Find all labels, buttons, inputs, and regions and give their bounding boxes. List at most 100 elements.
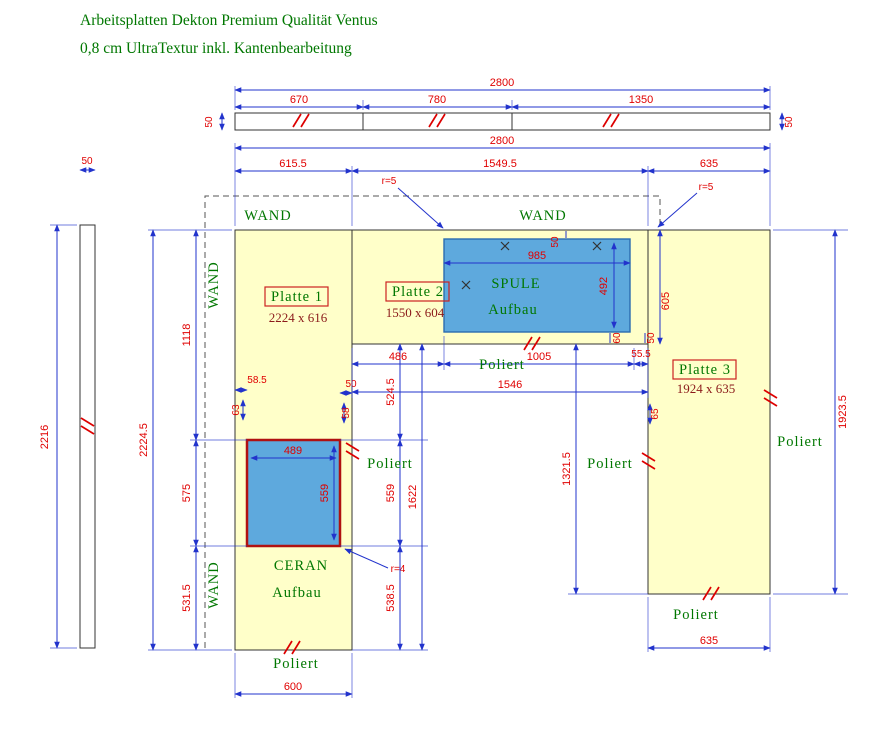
dim-platte1-bottom-seg: 531.5 (181, 584, 193, 612)
dim-65: 65 (650, 408, 661, 420)
platte1-label: Platte 1 (271, 289, 323, 305)
dim-sink-gap-50: 50 (646, 332, 657, 344)
platte2-label: Platte 2 (392, 284, 444, 300)
interior-dimension-lines (340, 229, 663, 651)
left-dimension-chains: 2224.5 1118 575 531.5 (138, 229, 247, 651)
edge-polish-mark-icon (345, 442, 360, 460)
dim-ceran-offset-63: 63 (231, 404, 242, 416)
dim-sink-width: 985 (528, 250, 546, 262)
dim-platte1-mid-seg: 575 (181, 484, 193, 502)
dim-profile-seg3: 1350 (629, 94, 653, 106)
dim-profile-thickness-left: 50 (204, 116, 215, 128)
top-edge-profile: 2800 670 780 1350 50 50 (204, 77, 795, 131)
edge-polish-mark-icon (292, 113, 310, 128)
edge-polish-mark-icon (283, 640, 301, 655)
poliert-label-platte1: Poliert (273, 656, 319, 672)
dim-ceran-height: 559 (319, 484, 331, 502)
dim-ceran-offset-left: 58.5 (247, 375, 267, 386)
interior-dimensions: 486 1005 55.5 1546 524.5 559 538.5 1622 … (340, 229, 672, 651)
wand-label-top-right: WAND (519, 208, 567, 224)
edge-polish-mark-icon (523, 336, 541, 351)
edge-polish-mark-icon (702, 586, 720, 601)
green-labels: WAND WAND WAND WAND Platte 1 2224 x 616 … (206, 208, 823, 672)
poliert-label-right: Poliert (777, 434, 823, 450)
platte2-label-box (385, 281, 450, 302)
sink-corner-mark-icon (592, 241, 602, 251)
dim-605: 605 (660, 292, 672, 310)
poliert-label-platte3: Poliert (673, 607, 719, 623)
dim-profile-thickness-right: 50 (784, 116, 795, 128)
dim-524-5: 524.5 (385, 378, 397, 406)
plan-top-dimensions: 2800 615.5 1549.5 635 r=5 r=5 (234, 135, 771, 229)
sink-corner-mark-icon (500, 241, 510, 251)
platte1-label-box (264, 286, 329, 307)
platte3-size: 1924 x 635 (677, 381, 736, 396)
dim-486: 486 (389, 351, 407, 363)
dim-ceran-width: 489 (284, 445, 302, 457)
ceran-aufbau-label: Aufbau (272, 585, 322, 601)
platte3-label: Platte 3 (679, 362, 731, 378)
dim-radius-left: r=5 (382, 176, 397, 187)
title-line-1: Arbeitsplatten Dekton Premium Qualität V… (80, 12, 378, 29)
dim-sink-gap-60: 60 (612, 332, 623, 344)
top-profile-strip (234, 112, 771, 131)
spule-aufbau-label: Aufbau (488, 302, 538, 318)
left-profile-dimension-lines (50, 167, 96, 649)
wand-label-left-upper: WAND (206, 261, 222, 309)
dim-1546: 1546 (498, 379, 522, 391)
dim-profile-total: 2800 (490, 77, 514, 89)
left-chain-lines (148, 229, 247, 651)
edge-polish-mark-icon (763, 389, 778, 407)
edge-polish-mark-icon (602, 113, 620, 128)
dim-plan-seg2: 1549.5 (483, 158, 517, 170)
wand-label-top-left: WAND (244, 208, 292, 224)
platte-3-shape (647, 229, 771, 595)
plates (234, 229, 771, 651)
dim-1622: 1622 (407, 485, 419, 509)
sink-cutout-shape (443, 238, 631, 333)
dim-radius-right: r=5 (699, 182, 714, 193)
dim-ceran-offset-58: 58 (341, 407, 352, 419)
dim-radius-ceran: r=4 (391, 564, 406, 575)
ceran-dimensions: 58.5 63 50 58 489 559 r=4 (231, 375, 406, 575)
dim-plan-total: 2800 (490, 135, 514, 147)
edge-polish-mark-icon (80, 417, 95, 435)
platte1-size: 2224 x 616 (269, 310, 328, 325)
ceran-label: CERAN (274, 558, 328, 574)
dim-plan-seg1: 615.5 (279, 158, 307, 170)
dim-538-5: 538.5 (385, 584, 397, 612)
dim-plan-seg3: 635 (700, 158, 718, 170)
dim-profile-seg1: 670 (290, 94, 308, 106)
sink-corner-mark-icon (461, 280, 471, 290)
dim-sink-height: 492 (598, 277, 610, 295)
dim-left-length: 2216 (39, 425, 51, 449)
left-profile-strip (79, 224, 96, 649)
dim-platte1-width: 600 (284, 681, 302, 693)
dim-55-5: 55.5 (631, 349, 651, 360)
plan-polish-marks (283, 336, 778, 655)
dim-platte1-height: 2224.5 (138, 423, 150, 457)
platte3-label-box (672, 359, 737, 380)
dim-platte3-width: 635 (700, 635, 718, 647)
edge-polish-mark-icon (428, 113, 446, 128)
poliert-label-sink: Poliert (479, 357, 525, 373)
dim-559: 559 (385, 484, 397, 502)
dim-left-thickness: 50 (81, 156, 93, 167)
outer-dimension-lines (234, 229, 848, 698)
dim-1005: 1005 (527, 351, 551, 363)
dim-1321-5: 1321.5 (561, 452, 573, 486)
dim-sink-gap-top: 50 (550, 236, 561, 248)
poliert-label-middle: Poliert (587, 456, 633, 472)
plan-top-dimension-lines (234, 143, 771, 229)
edge-polish-mark-icon (641, 452, 656, 470)
dim-profile-seg2: 780 (428, 94, 446, 106)
sink-dimension-lines (443, 231, 646, 343)
left-edge-profile: 50 2216 (39, 156, 96, 649)
drawing-title: Arbeitsplatten Dekton Premium Qualität V… (80, 12, 378, 57)
outer-dimensions: 1923.5 635 600 (234, 229, 849, 698)
platte2-size: 1550 x 604 (386, 305, 445, 320)
top-profile-dimension-lines (219, 86, 785, 131)
poliert-label-ceran: Poliert (367, 456, 413, 472)
